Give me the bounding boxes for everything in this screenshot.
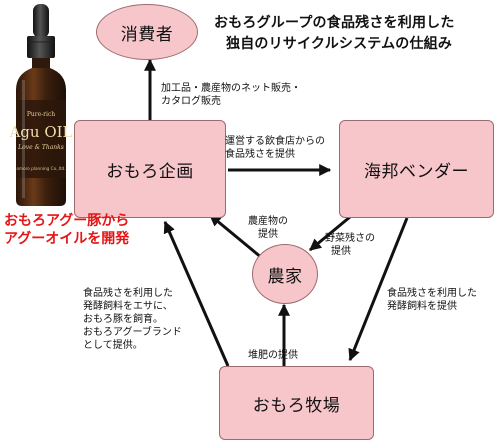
bottle-label-main: Agu OIL [8,123,72,141]
arrow-vendor-to-farm [348,217,409,362]
agu-oil-bottle-image: Pure-rich Agu OIL Love & Thanks omoro pl… [8,4,73,206]
label-agu-brand: 食品残さを利用した 発酵飼料をエサに、 おもろ豚を飼育。 おもろアグーブランド … [83,288,182,351]
node-omoro-farm: おもろ牧場 [219,366,374,440]
label-veg-waste: 野菜残さの 提供 [325,233,375,257]
bottle-label-top: Pure-rich [27,111,55,118]
label-fermented-feed: 食品残さを利用した 発酵飼料を提供 [387,288,477,312]
label-produce: 農産物の 提供 [248,216,288,240]
label-online-sales: 加工品・農産物のネット販売・ カタログ販売 [161,83,301,107]
diagram-title-line2: 独自のリサイクルシステムの仕組み [226,36,453,52]
promo-text: おもろアグー豚から アグーオイルを開発 [4,213,130,247]
diagram-title-line1: おもろグループの食品残さを利用した [214,15,455,31]
node-omoro-kikaku: おもろ企画 [74,120,226,218]
arrow-farmer-to-kikaku [209,213,263,260]
bottle-label-sub: Love & Thanks [17,144,64,151]
arrow-vendor-to-farmer [309,210,357,252]
node-consumer: 消費者 [96,4,198,60]
node-kaiho-vendor: 海邦ベンダー [339,120,494,218]
label-compost: 堆肥の提供 [248,350,298,361]
arrow-farm-to-kikaku [163,220,230,367]
node-farmer: 農家 [252,244,318,304]
label-restaurant-waste: 運営する飲食店からの 食品残さを提供 [225,136,325,160]
bottle-label-maker: omoro planning Co.,ltd. [16,166,65,171]
